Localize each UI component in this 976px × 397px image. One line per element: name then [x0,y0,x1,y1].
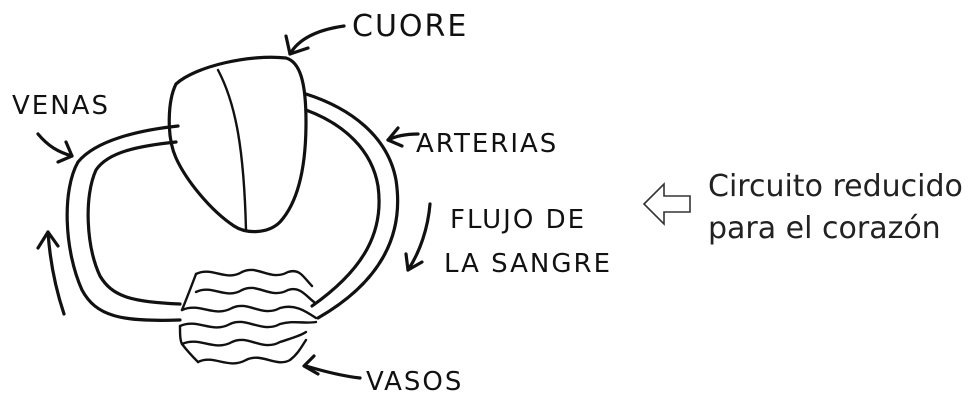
caption-line1: Circuito reducido [708,169,963,204]
arteries-pointer-arrow [388,128,418,146]
heart-shape [169,57,306,231]
arteries-label: ARTERIAS [416,129,558,159]
veins-label: VENAS [12,91,110,121]
vessels-pointer-arrow [304,356,360,378]
left-arrow-icon [644,184,690,224]
caption-line2: para el corazón [708,211,941,246]
flow-label-line1: FLUJO DE [450,205,586,235]
heart-pointer-arrow [286,26,344,54]
vessel-loop [67,94,398,320]
capillary-bed [180,270,316,364]
veins-pointer-arrow [38,134,72,162]
flow-label-line2: LA SANGRE [444,249,612,279]
flow-direction-arrow [406,204,430,270]
vessels-label: VASOS [366,367,463,397]
upward-flow-arrow [38,232,64,314]
heart-label: CUORE [352,9,468,44]
